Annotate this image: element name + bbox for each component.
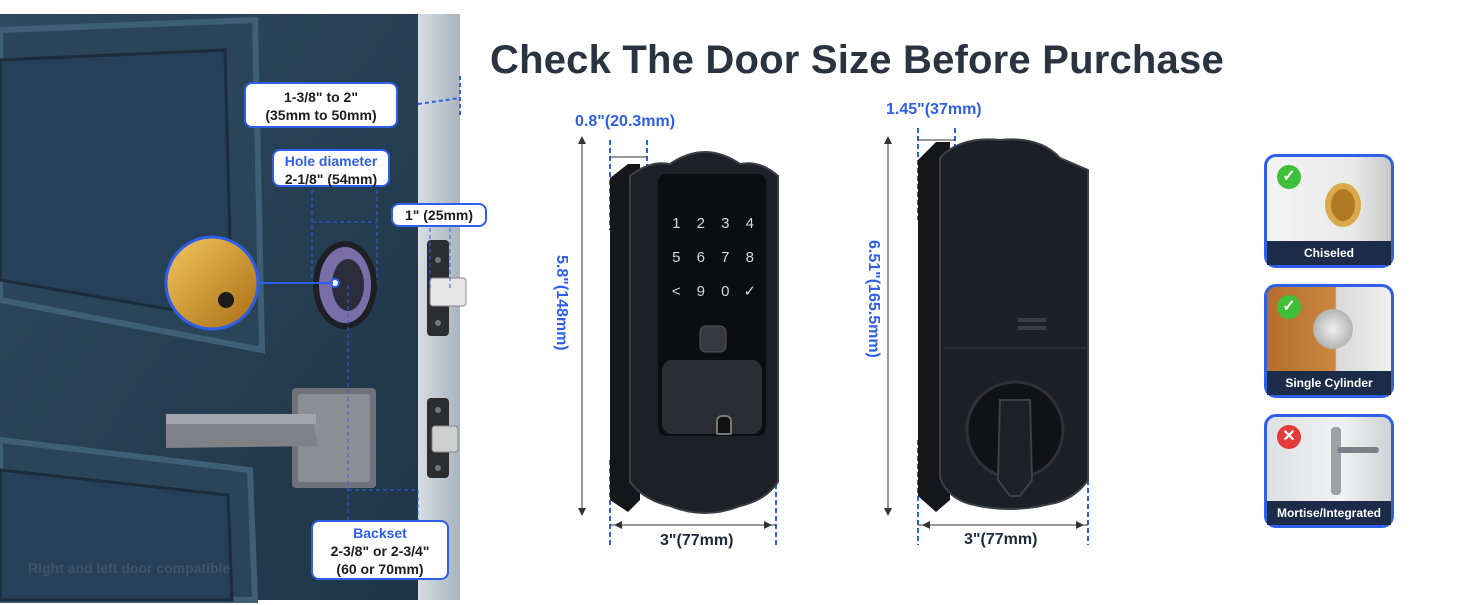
- key-8[interactable]: 8: [745, 248, 754, 266]
- back-lock-view: [860, 100, 1100, 560]
- mortise-plate: [1331, 427, 1341, 495]
- key-6[interactable]: 6: [696, 248, 705, 266]
- door-thickness-line1: 1-3/8" to 2": [284, 89, 358, 105]
- front-lock-view: 1 2 3 4 5 6 7 8 < 9 0 ✓: [540, 100, 800, 560]
- hole-diameter-callout: Hole diameter 2-1/8" (54mm): [272, 149, 390, 187]
- edge-bore-callout: 1" (25mm): [391, 203, 487, 227]
- back-width-label: 3"(77mm): [964, 531, 1038, 548]
- door-thickness-line2: (35mm to 50mm): [265, 107, 377, 123]
- key-2[interactable]: 2: [696, 214, 705, 232]
- door-thickness-callout: 1-3/8" to 2" (35mm to 50mm): [244, 82, 398, 128]
- keyhole-icon: [716, 415, 732, 435]
- back-height-label: 6.51"(165.5mm): [865, 240, 882, 358]
- chiseled-hole: [1325, 183, 1361, 227]
- front-depth-label: 0.8"(20.3mm): [575, 113, 676, 130]
- check-icon: ✓: [1277, 295, 1301, 319]
- type-label-mortise: Mortise/Integrated: [1267, 501, 1391, 525]
- key-0[interactable]: 0: [721, 282, 730, 300]
- back-lock-drawing: [884, 128, 1089, 545]
- type-card-mortise: ✕ Mortise/Integrated: [1264, 414, 1394, 528]
- keypad: 1 2 3 4 5 6 7 8 < 9 0 ✓: [664, 206, 762, 308]
- key-3[interactable]: 3: [721, 214, 730, 232]
- cross-icon: ✕: [1277, 425, 1301, 449]
- key-confirm[interactable]: ✓: [743, 283, 757, 300]
- backset-line1: 2-3/8" or 2-3/4": [330, 543, 430, 559]
- front-width-label: 3"(77mm): [660, 532, 734, 549]
- key-1[interactable]: 1: [672, 214, 681, 232]
- edge-bore-value: 1" (25mm): [404, 207, 474, 223]
- door-compat-caption: Right and left door compatible: [28, 560, 231, 576]
- type-label-single-cylinder: Single Cylinder: [1267, 371, 1391, 395]
- hole-diameter-label: Hole diameter: [284, 153, 378, 169]
- front-height-label: 5.8"(148mm): [553, 255, 570, 351]
- backset-callout: Backset 2-3/8" or 2-3/4" (60 or 70mm): [311, 520, 449, 580]
- backset-label: Backset: [353, 525, 407, 541]
- hole-diameter-value: 2-1/8" (54mm): [284, 171, 378, 187]
- page-title: Check The Door Size Before Purchase: [490, 38, 1224, 82]
- front-lock-drawing: [578, 136, 779, 545]
- knob-shape: [1313, 309, 1353, 349]
- mortise-lever: [1337, 447, 1379, 453]
- type-card-chiseled: ✓ Chiseled: [1264, 154, 1394, 268]
- key-9[interactable]: 9: [696, 282, 705, 300]
- door-illustration: 1-3/8" to 2" (35mm to 50mm) Hole diamete…: [0, 0, 487, 603]
- back-depth-label: 1.45"(37mm): [886, 101, 982, 118]
- key-back[interactable]: <: [671, 282, 681, 300]
- key-4[interactable]: 4: [745, 214, 754, 232]
- backset-line2: (60 or 70mm): [336, 561, 424, 577]
- key-5[interactable]: 5: [672, 248, 681, 266]
- type-label-chiseled: Chiseled: [1267, 241, 1391, 265]
- key-7[interactable]: 7: [721, 248, 730, 266]
- check-icon: ✓: [1277, 165, 1301, 189]
- type-card-single-cylinder: ✓ Single Cylinder: [1264, 284, 1394, 398]
